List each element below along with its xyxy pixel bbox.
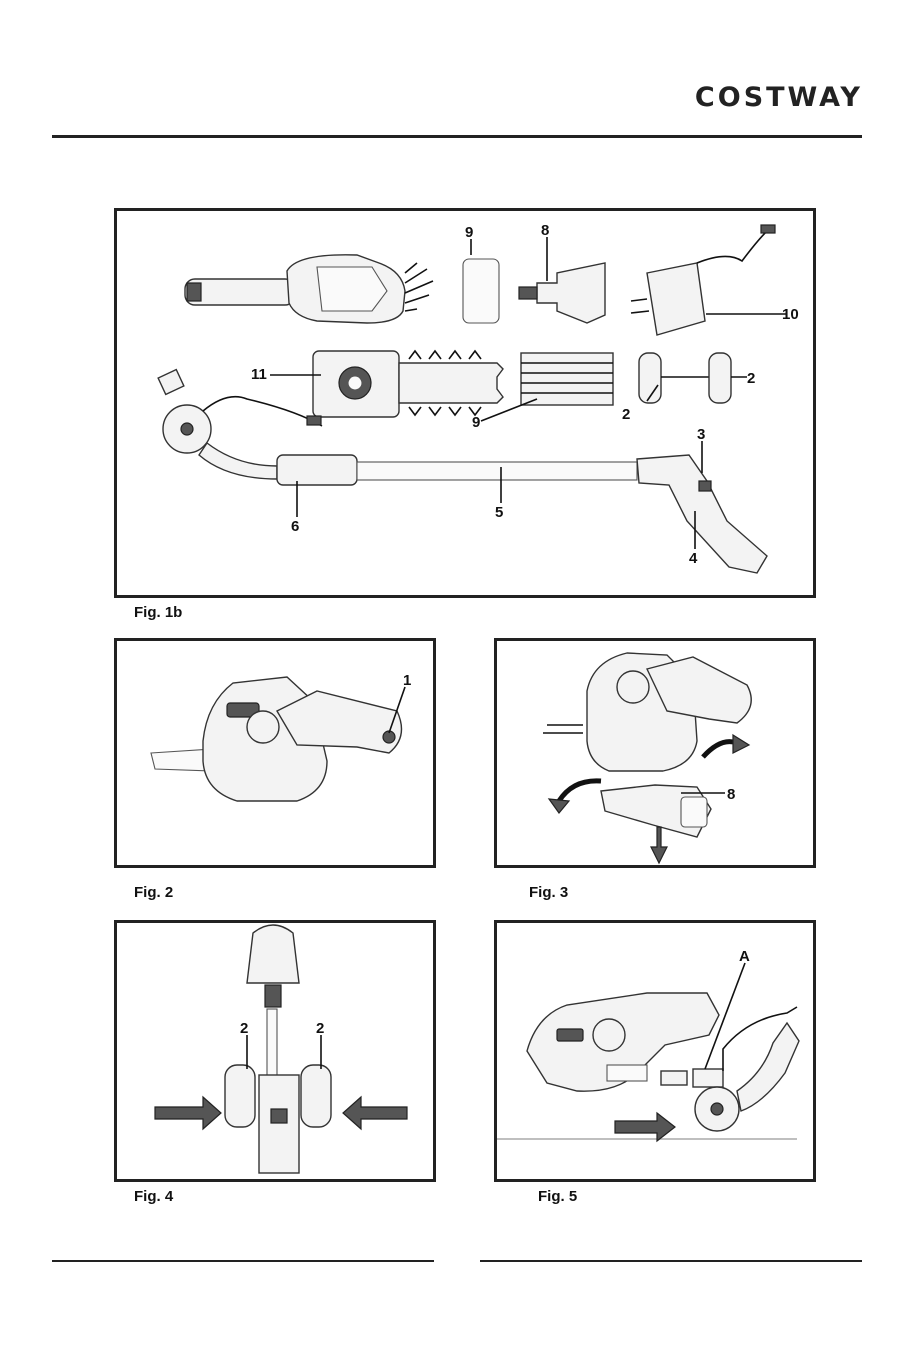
blade-sheath-part [521, 353, 613, 405]
figure-5-frame: A [494, 920, 816, 1182]
figure-4-frame: 2 2 [114, 920, 436, 1182]
hedge-trimmer-body [185, 255, 433, 323]
footer-rule-left [52, 1260, 434, 1262]
callout-5: 5 [495, 504, 503, 521]
figure-1b-drawing: 9 8 10 11 2 2 9 3 5 6 4 [117, 211, 816, 598]
callout-9: 9 [465, 224, 473, 241]
figure-4-drawing: 2 2 [117, 923, 436, 1182]
wheels-part [639, 353, 731, 403]
callout-1: 1 [403, 672, 411, 689]
charger-part [631, 225, 775, 335]
caption-fig-2: Fig. 2 [134, 884, 173, 901]
callout-4: 4 [689, 550, 698, 567]
figure-1b-frame: 9 8 10 11 2 2 9 3 5 6 4 [114, 208, 816, 598]
callout-A: A [739, 948, 750, 965]
callout-2-right-wheel: 2 [316, 1020, 324, 1037]
header-rule [52, 135, 862, 138]
callout-11: 11 [251, 366, 267, 383]
callout-2-left-wheel: 2 [240, 1020, 248, 1037]
caption-fig-4: Fig. 4 [134, 1188, 173, 1205]
battery-cover-part [463, 259, 499, 323]
callout-2-left: 2 [622, 406, 630, 423]
caption-fig-3: Fig. 3 [529, 884, 568, 901]
shear-blade-part [313, 351, 503, 417]
figure-2-drawing: 1 [117, 641, 436, 868]
callout-2-right: 2 [747, 370, 755, 387]
callout-10: 10 [782, 306, 799, 323]
callout-8: 8 [541, 222, 549, 239]
callout-8-fig3: 8 [727, 786, 735, 803]
caption-fig-1b: Fig. 1b [134, 604, 182, 621]
callout-3: 3 [697, 426, 705, 443]
callout-6: 6 [291, 518, 299, 535]
figure-3-drawing: 8 [497, 641, 816, 868]
callout-9-sheath: 9 [472, 414, 480, 431]
footer-rule-right [480, 1260, 862, 1262]
battery-adapter-part [519, 263, 605, 323]
figure-3-frame: 8 [494, 638, 816, 868]
figure-5-drawing: A [497, 923, 816, 1182]
caption-fig-5: Fig. 5 [538, 1188, 577, 1205]
brand-logo: COSTWAY [695, 82, 863, 113]
figure-2-frame: 1 [114, 638, 436, 868]
